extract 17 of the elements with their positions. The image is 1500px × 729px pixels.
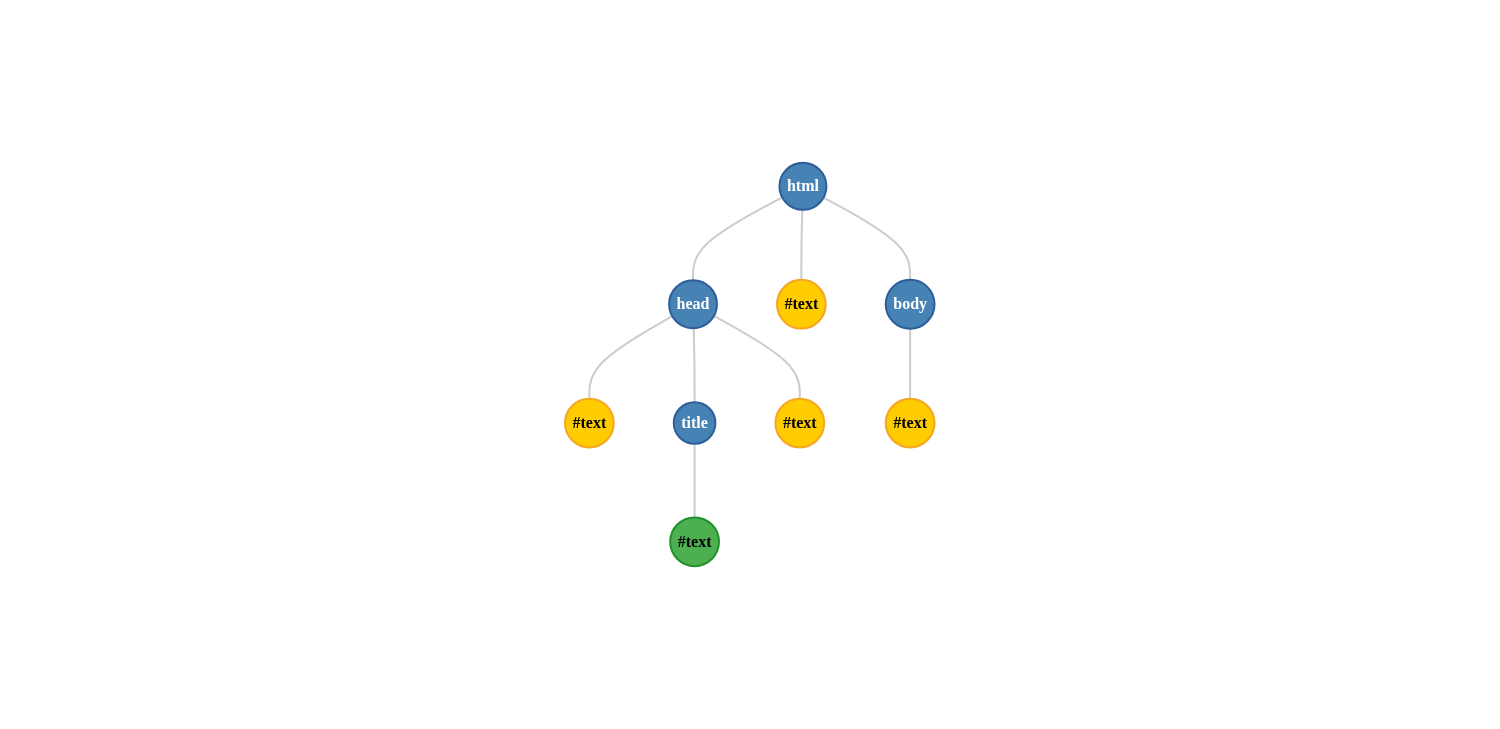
node-circle: head: [668, 279, 719, 330]
node-circle: #text: [774, 397, 826, 449]
connector: [909, 327, 912, 400]
connector: [692, 327, 696, 404]
node-circle: #text: [564, 397, 615, 449]
connector: [693, 442, 696, 519]
node-circle: #text: [669, 516, 721, 568]
node-circle: #text: [776, 278, 827, 330]
node-circle: #text: [885, 397, 936, 449]
node-circle: html: [778, 161, 828, 211]
connector: [800, 208, 804, 281]
node-circle: body: [884, 278, 936, 330]
connector: [713, 314, 802, 400]
connector: [822, 196, 912, 281]
connector: [588, 315, 674, 400]
node-circle: title: [673, 401, 717, 445]
connector: [692, 196, 784, 282]
